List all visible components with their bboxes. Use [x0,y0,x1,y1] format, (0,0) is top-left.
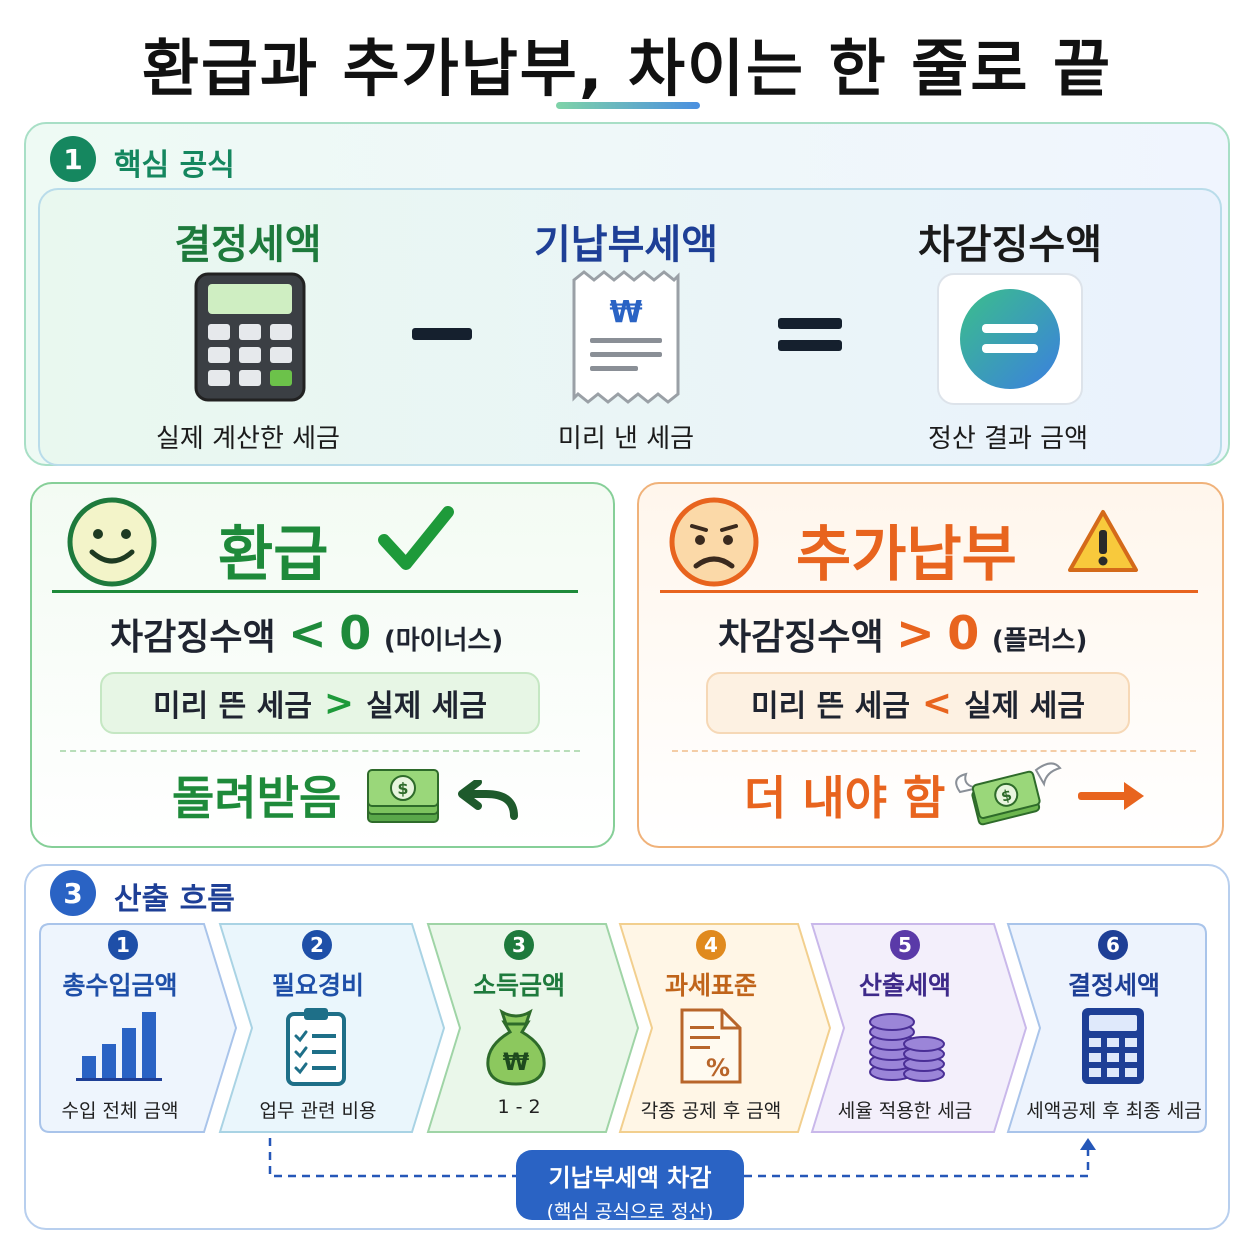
title-underline [556,102,700,109]
formula-term-prepaid-tax: 기납부세액 [534,222,718,268]
flow-step-1: 1 총수입금액 수입 전체 금액 [38,922,238,1134]
flow-step-5: 5 산출세액 세율 적용한 세금 [810,922,1028,1134]
additional-condition-note: (플러스) [991,626,1088,656]
additional-payment-title: 추가납부 [796,520,1017,590]
money-bag-icon: ₩ [486,1008,546,1086]
percent-document-icon: % [680,1008,742,1084]
svg-text:$: $ [397,779,408,798]
formula-term-determined-tax: 결정세액 [174,222,322,268]
additional-condition-label: 차감징수액 [718,617,884,658]
cash-stack-icon: $ [367,769,439,823]
step-desc: 세액공제 후 최종 세금 [1026,1100,1202,1122]
formula-term-prepaid-tax-desc: 미리 낸 세금 [557,424,695,454]
refund-compare-pill: 미리 뜬 세금 > 실제 세금 [100,672,540,734]
step-desc: 1 - 2 [497,1096,541,1118]
additional-result: 더 내야 함 [744,771,946,825]
deduction-flow-connector [268,1138,1096,1178]
refund-result: 돌려받음 [172,771,342,825]
additional-divider [660,590,1198,593]
prepaid-tax-deduction-badge: 기납부세액 차감 (핵심 공식으로 정산) [516,1150,744,1223]
section-number-badge: 1 [50,136,96,182]
step-name: 산출세액 [858,971,951,1000]
refund-condition-op: < [288,606,327,660]
flow-step-4: 4 과세표준 % 각종 공제 후 금액 [618,922,832,1134]
step-desc: 업무 관련 비용 [259,1100,377,1122]
refund-compare-right: 실제 세금 [366,689,487,724]
additional-compare-left: 미리 뜬 세금 [751,689,910,724]
formula-term-settlement-amount-desc: 정산 결과 금액 [927,424,1089,454]
equals-circle-icon [937,273,1083,405]
flow-step-6: 6 결정세액 세액공제 후 최종 세금 [1006,922,1208,1134]
minus-operator-icon [412,328,472,340]
svg-text:%: % [706,1054,730,1082]
step-number: 3 [504,930,534,960]
section-number-badge: 3 [50,870,96,916]
step-number: 2 [302,930,332,960]
additional-compare-op: < [921,682,953,724]
step-desc: 각종 공제 후 금액 [640,1100,782,1122]
refund-condition-note: (마이너스) [383,626,504,656]
smiley-face-icon [67,497,157,587]
warning-triangle-icon [1068,510,1138,572]
svg-text:$: $ [999,786,1013,806]
step-desc: 수입 전체 금액 [61,1100,179,1122]
step-name: 소득금액 [472,971,565,1000]
refund-condition: 차감징수액 < 0 (마이너스) [110,606,503,660]
step-number: 5 [890,930,920,960]
step-name: 총수입금액 [62,971,178,1000]
step-name: 결정세액 [1067,971,1160,1000]
flow-step-3: 3 소득금액 ₩ 1 - 2 [426,922,640,1134]
return-arrow-icon [458,780,518,820]
formula-term-settlement-amount: 차감징수액 [918,222,1102,268]
calculator-icon [1082,1008,1144,1084]
receipt-icon: ₩ [572,270,680,404]
coin-stack-icon [869,1013,945,1082]
refund-divider [52,590,578,593]
refund-title: 환급 [218,520,329,590]
step-number: 6 [1098,930,1128,960]
flying-money-icon: $ [955,762,1062,826]
won-symbol: ₩ [609,295,642,330]
refund-condition-value: 0 [339,606,372,660]
additional-compare-pill: 미리 뜬 세금 < 실제 세금 [706,672,1130,734]
formula-term-determined-tax-desc: 실제 계산한 세금 [156,424,340,454]
refund-dashed-separator [60,750,580,752]
additional-condition: 차감징수액 > 0 (플러스) [718,606,1087,660]
check-mark-icon [378,506,454,570]
section-title: 핵심 공식 [114,148,235,183]
additional-condition-op: > [896,606,935,660]
bar-chart-icon [76,1012,162,1081]
deduction-note: (핵심 공식으로 정산) [546,1201,714,1223]
additional-compare-right: 실제 세금 [964,689,1085,724]
step-number: 1 [108,930,138,960]
page-title: 환급과 추가납부, 차이는 한 줄로 끝 [141,32,1113,105]
right-arrow-icon [1078,782,1144,810]
calculator-icon [194,272,306,402]
section-title: 산출 흐름 [114,882,235,917]
refund-compare-left: 미리 뜬 세금 [153,689,312,724]
step-name: 과세표준 [664,971,757,1000]
step-desc: 세율 적용한 세금 [837,1100,973,1122]
additional-condition-value: 0 [947,606,980,660]
flow-step-2: 2 필요경비 업무 관련 비용 [218,922,446,1134]
svg-text:₩: ₩ [503,1048,530,1076]
additional-dashed-separator [672,750,1196,752]
step-number: 4 [696,930,726,960]
step-name: 필요경비 [271,971,364,1000]
deduction-label: 기납부세액 차감 [548,1164,712,1192]
worried-face-icon [669,497,759,587]
clipboard-checklist-icon [286,1008,346,1086]
refund-compare-op: > [323,682,355,724]
refund-condition-label: 차감징수액 [110,617,276,658]
equals-operator-icon [778,318,842,351]
